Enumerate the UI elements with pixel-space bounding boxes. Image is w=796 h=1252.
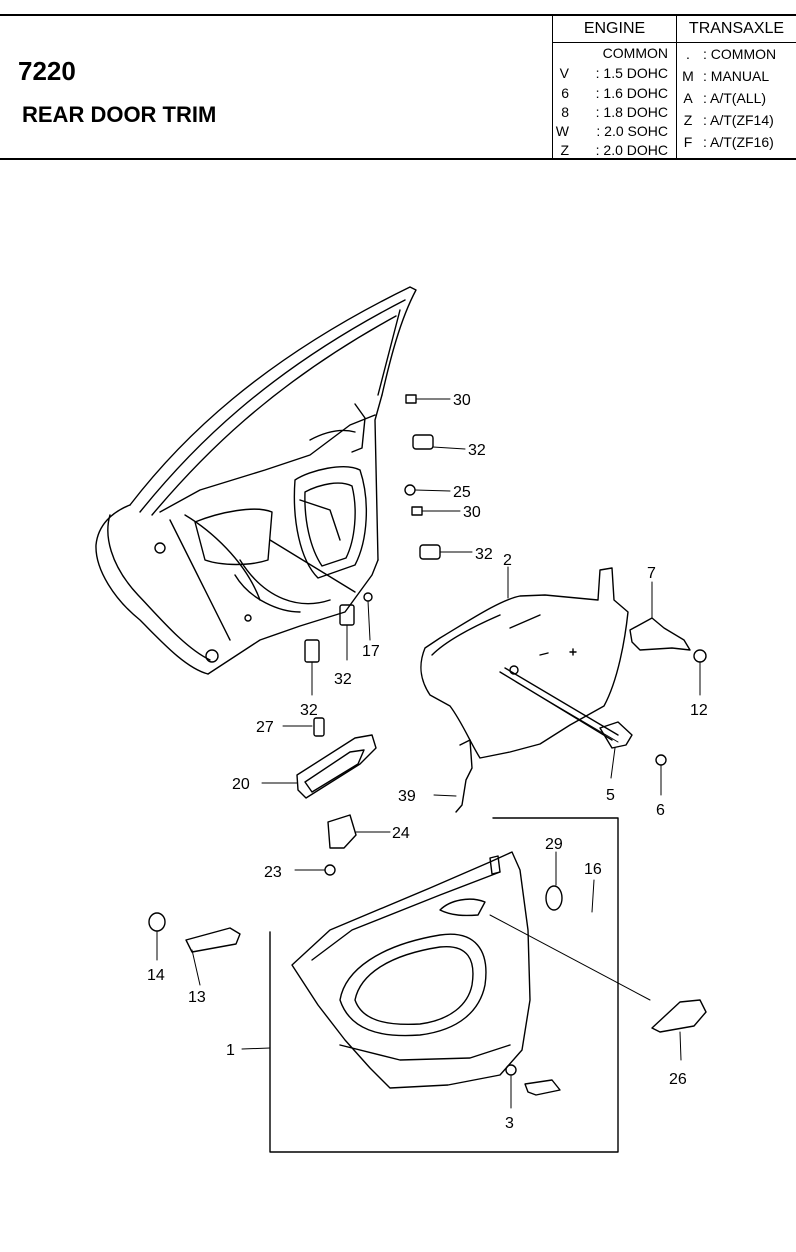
- engine-legend: ENGINE COMMON V : 1.5 DOHC 6 : 1.6 DOHC 8:…: [552, 16, 676, 158]
- callout-16: 16: [584, 861, 602, 878]
- engine-row: 8 : 1.8 DOHC: [553, 103, 676, 122]
- callout-29: 29: [545, 836, 563, 853]
- screw-23-drawing: [324, 864, 336, 876]
- callout-13: 13: [188, 989, 206, 1006]
- transaxle-value: : A/T(ZF14): [703, 112, 774, 128]
- window-switch-drawing: [296, 717, 377, 799]
- callout-5: 5: [606, 787, 615, 804]
- callout-32: 32: [300, 702, 318, 719]
- engine-key: W: [555, 123, 569, 139]
- trim-cover-drawing: [524, 1079, 561, 1096]
- group-title: REAR DOOR TRIM: [22, 102, 217, 127]
- transaxle-legend-title: TRANSAXLE: [677, 16, 796, 43]
- callout-39: 39: [398, 788, 416, 805]
- engine-row: Z : 2.0 DOHC: [553, 141, 676, 160]
- actuator-drawing: [629, 617, 691, 651]
- engine-key: V: [559, 65, 569, 81]
- trim-panel-drawing: [291, 851, 563, 1089]
- engine-value: : 2.0 SOHC: [596, 123, 668, 139]
- parts-header: 7220 REAR DOOR TRIM ENGINE COMMON V : 1.5…: [0, 14, 796, 160]
- engine-row: 6 : 1.6 DOHC: [553, 84, 676, 103]
- transaxle-key: M: [682, 68, 694, 84]
- upper-fasteners: [304, 394, 441, 663]
- engine-key: Z: [560, 142, 569, 158]
- clip-3-drawing: [505, 1064, 517, 1076]
- callout-32: 32: [334, 671, 352, 688]
- engine-row: W : 2.0 SOHC: [553, 122, 676, 141]
- transaxle-legend: TRANSAXLE . : COMMON M : MANUAL A : A/T(ALL…: [676, 16, 796, 158]
- leader-lines: [156, 398, 701, 1109]
- transaxle-value: : MANUAL: [703, 68, 770, 84]
- engine-value: : 1.5 DOHC: [595, 65, 668, 81]
- engine-value: : 1.6 DOHC: [595, 85, 668, 101]
- callout-25: 25: [453, 484, 471, 501]
- callout-30: 30: [463, 504, 481, 521]
- transaxle-row: A : A/T(ALL): [677, 87, 796, 109]
- callout-17: 17: [362, 643, 380, 660]
- callout-24: 24: [392, 825, 410, 842]
- callout-20: 20: [232, 776, 250, 793]
- group-code: 7220: [18, 56, 76, 86]
- engine-common: COMMON: [602, 45, 668, 61]
- tweeter-lead-drawing: [455, 739, 473, 813]
- transaxle-row: M : MANUAL: [677, 65, 796, 87]
- callout-labels: 30 32 25 30 32 2 7 12 17 32 32 27 20 39 …: [147, 392, 708, 1132]
- trim-panel-outline-box: [269, 817, 619, 1153]
- engine-value: : 2.0 DOHC: [595, 142, 668, 158]
- transaxle-key: A: [683, 90, 693, 106]
- engine-legend-title: ENGINE: [553, 16, 676, 43]
- handle-bracket-drawing: [599, 721, 633, 749]
- callout-6: 6: [656, 802, 665, 819]
- transaxle-key: .: [686, 46, 690, 62]
- callout-30: 30: [453, 392, 471, 409]
- callout-2: 2: [503, 552, 512, 569]
- callout-7: 7: [647, 565, 656, 582]
- callout-27: 27: [256, 719, 274, 736]
- screw-6-drawing: [655, 754, 667, 766]
- callout-32: 32: [475, 546, 493, 563]
- transaxle-value: : A/T(ALL): [703, 90, 767, 106]
- transaxle-value: : COMMON: [703, 46, 777, 62]
- door-frame-drawing: [95, 286, 417, 675]
- engine-key: 6: [561, 85, 569, 101]
- engine-key: 8: [561, 104, 569, 120]
- callout-3: 3: [505, 1115, 514, 1132]
- transaxle-value: : A/T(ZF16): [703, 134, 774, 150]
- engine-value: : 1.8 DOHC: [595, 104, 668, 120]
- callout-14: 14: [147, 967, 165, 984]
- transaxle-key: Z: [683, 112, 693, 128]
- handle-bezel-drawing: [651, 999, 707, 1033]
- callout-23: 23: [264, 864, 282, 881]
- window-crank-drawing: [148, 912, 241, 953]
- engine-row: V : 1.5 DOHC: [553, 63, 676, 84]
- transaxle-row: F : A/T(ZF16): [677, 131, 796, 153]
- transaxle-row: . : COMMON: [677, 43, 796, 65]
- screw-12-drawing: [693, 649, 707, 663]
- transaxle-row: Z : A/T(ZF14): [677, 109, 796, 131]
- callout-32: 32: [468, 442, 486, 459]
- callout-1: 1: [226, 1042, 235, 1059]
- callout-26: 26: [669, 1071, 687, 1088]
- callout-12: 12: [690, 702, 708, 719]
- transaxle-key: F: [683, 134, 693, 150]
- pull-bracket-drawing: [327, 814, 357, 849]
